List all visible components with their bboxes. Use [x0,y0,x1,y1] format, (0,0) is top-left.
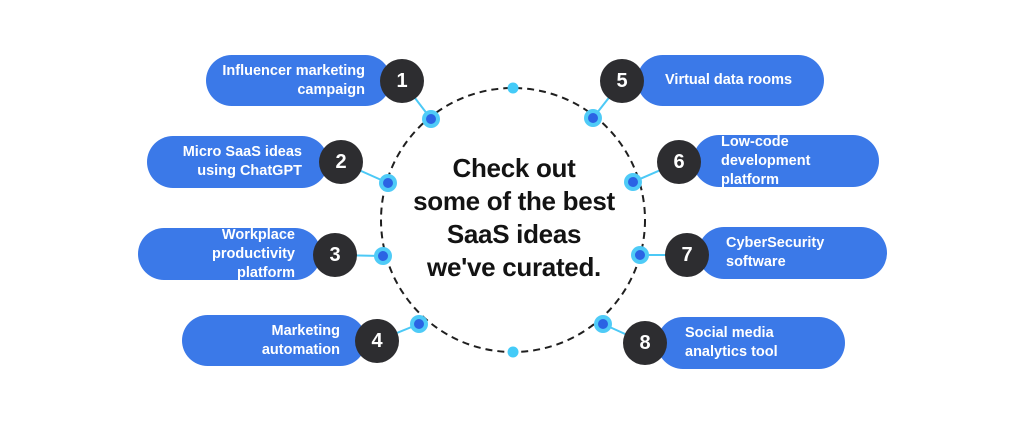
connection-dot-3 [374,247,392,265]
circle-bottom-dot [507,346,519,358]
pill-low-code-development-platform: Low-code development platform [693,133,879,188]
pill-label: Marketing automation [261,322,340,358]
number-badge-8: 8 [623,321,667,365]
badge-number: 8 [639,331,651,354]
pill-virtual-data-rooms: Virtual data rooms [637,55,824,106]
pill-micro-saas-ideas-chatgpt: Micro SaaS ideas using ChatGPT [147,136,328,188]
number-badge-3: 3 [313,233,357,277]
center-heading: Check out some of the best SaaS ideas we… [413,153,615,282]
badge-number: 7 [681,243,693,266]
number-badge-7: 7 [665,233,709,277]
pill-cybersecurity-software: CyberSecurity software [698,227,887,279]
badge-number: 6 [673,150,685,173]
number-badge-5: 5 [600,59,644,103]
badge-number: 4 [371,329,383,352]
connection-dot-1 [422,110,440,128]
badge-number: 2 [335,150,347,173]
pill-label: Micro SaaS ideas using ChatGPT [182,144,302,179]
number-badge-2: 2 [319,140,363,184]
pill-label: Influencer marketing campaign [222,62,365,98]
pill-label: Social media analytics tool [685,325,778,360]
badge-number: 3 [329,243,341,266]
pill-label: Virtual data rooms [665,72,793,88]
pill-label: CyberSecurity software [726,235,825,270]
pill-label: Workplace productivity platform [212,226,295,281]
connection-dot-4 [410,315,428,333]
connection-dot-2 [379,174,397,192]
pill-influencer-marketing-campaign: Influencer marketing campaign [206,55,391,106]
connection-dot-8 [594,315,612,333]
number-badge-6: 6 [657,140,701,184]
number-badge-4: 4 [355,319,399,363]
pill-social-media-analytics-tool: Social media analytics tool [657,317,845,369]
connection-dot-7 [631,246,649,264]
connection-dot-6 [624,173,642,191]
pill-marketing-automation: Marketing automation [182,315,366,366]
pill-label: Low-code development platform [721,133,811,188]
connection-dot-5 [584,109,602,127]
pill-workplace-productivity-platform: Workplace productivity platform [138,226,321,281]
circle-top-dot [507,82,519,94]
badge-number: 1 [396,69,408,92]
badge-number: 5 [616,69,628,92]
number-badge-1: 1 [380,59,424,103]
